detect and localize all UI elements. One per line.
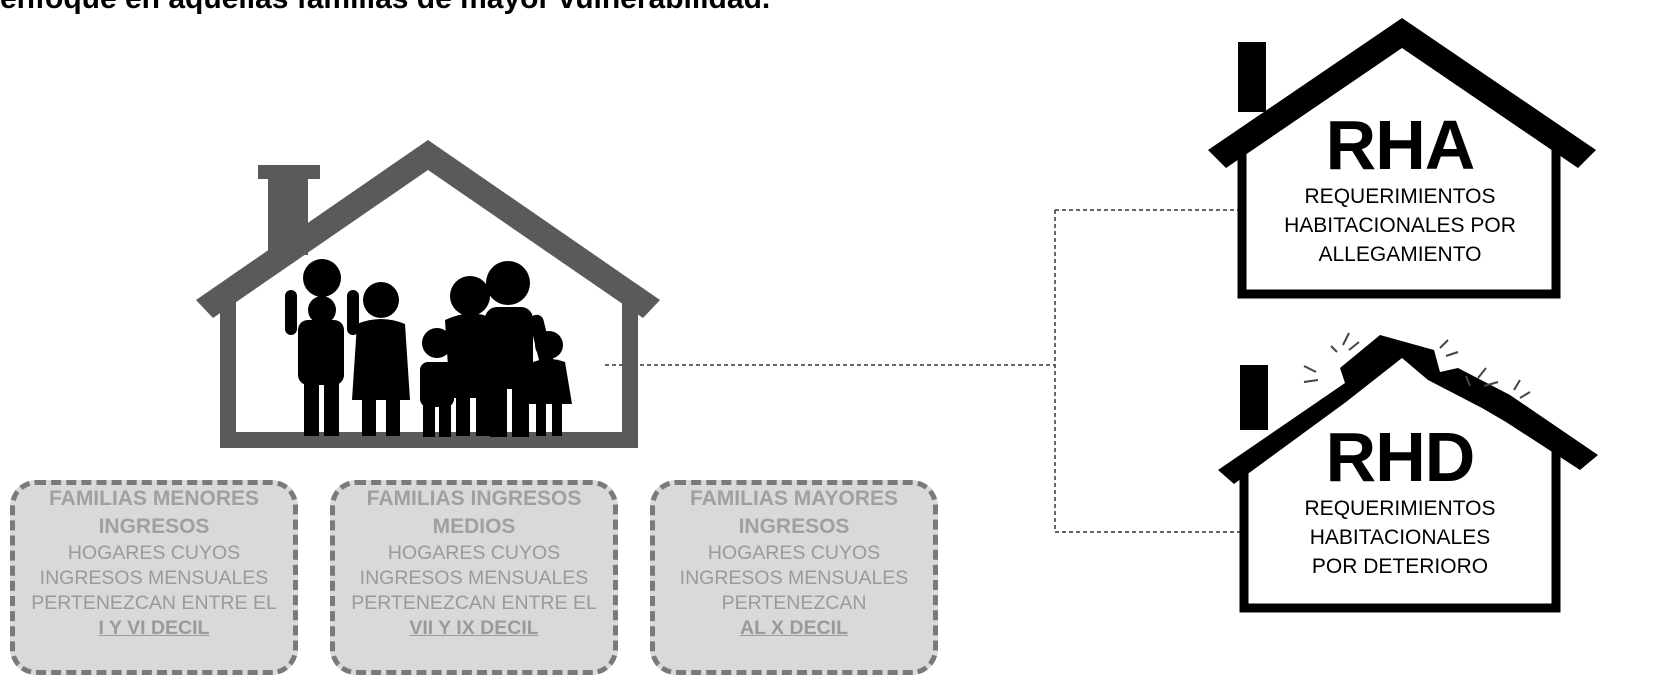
- income-box-decile: AL X DECIL: [740, 617, 848, 639]
- rha-house-icon: [1208, 18, 1596, 299]
- income-box-high: FAMILIAS MAYORES INGRESOS HOGARES CUYOS …: [650, 480, 938, 675]
- walls: [220, 290, 638, 448]
- rhd-abbr: RHD: [1325, 418, 1476, 496]
- income-box-title: FAMILIAS INGRESOS MEDIOS: [366, 487, 582, 538]
- income-box-middle: FAMILIAS INGRESOS MEDIOS HOGARES CUYOS I…: [330, 480, 618, 675]
- income-box-decile: I Y VI DECIL: [98, 617, 210, 639]
- headline: enfoque en aquellas familias de mayor vu…: [0, 0, 770, 16]
- rhd-label: RHD REQUERIMIENTOS HABITACIONALES POR DE…: [1262, 420, 1538, 581]
- income-box-low: FAMILIAS MENORES INGRESOS HOGARES CUYOS …: [10, 480, 298, 675]
- rhd-description: REQUERIMIENTOS HABITACIONALES POR DETERI…: [1304, 497, 1496, 578]
- income-box-title: FAMILIAS MAYORES INGRESOS: [689, 487, 899, 538]
- rha-description: REQUERIMIENTOS HABITACIONALES POR ALLEGA…: [1284, 185, 1516, 266]
- income-box-description: HOGARES CUYOS INGRESOS MENSUALES PERTENE…: [31, 542, 277, 614]
- family-figures: [285, 259, 572, 437]
- rhd-house-icon: [1218, 332, 1598, 613]
- crack-marks: [1303, 332, 1531, 399]
- family-house-icon: [196, 140, 660, 448]
- rha-label: RHA REQUERIMIENTOS HABITACIONALES POR AL…: [1262, 108, 1538, 269]
- connector-lines: [605, 209, 1245, 533]
- income-box-description: HOGARES CUYOS INGRESOS MENSUALES PERTENE…: [679, 542, 909, 614]
- income-box-title: FAMILIAS MENORES INGRESOS: [48, 487, 259, 538]
- income-box-decile: VII Y IX DECIL: [409, 617, 539, 639]
- income-box-description: HOGARES CUYOS INGRESOS MENSUALES PERTENE…: [351, 542, 597, 614]
- rha-abbr: RHA: [1325, 106, 1476, 184]
